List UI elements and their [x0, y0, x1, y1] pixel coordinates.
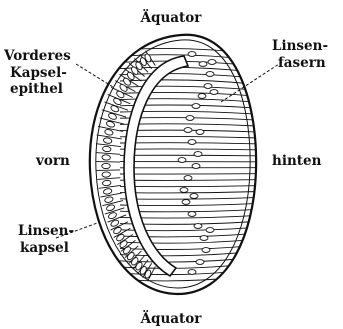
- fiber-nucleus: [204, 84, 212, 89]
- fiber-line: [120, 155, 258, 156]
- fiber-nucleus: [206, 228, 214, 233]
- fiber-nucleus: [206, 72, 214, 77]
- fiber-nucleus: [190, 194, 198, 199]
- cell-wall: [96, 162, 120, 163]
- fiber-nucleus: [184, 176, 192, 181]
- label-front: vorn: [35, 153, 70, 169]
- leader-epithel: [76, 64, 113, 87]
- label-fasern-2: fasern: [278, 55, 326, 71]
- cell-wall: [96, 170, 120, 171]
- label-epithel-2: Kapsel-: [10, 65, 67, 81]
- fiber-nucleus: [194, 152, 202, 157]
- fiber-nucleus: [188, 270, 196, 275]
- fiber-nucleus: [180, 188, 188, 193]
- label-epithel-1: Vorderes: [3, 48, 71, 64]
- fiber-nucleus: [198, 94, 206, 99]
- fiber-nucleus: [188, 212, 196, 217]
- fiber-nucleus: [196, 130, 204, 135]
- fiber-nucleus: [210, 90, 218, 95]
- label-kapsel-2: kapsel: [20, 240, 69, 256]
- fiber-nucleus: [178, 158, 186, 163]
- fiber-nucleus: [196, 260, 204, 265]
- fiber-nucleus: [192, 164, 200, 169]
- fiber-nucleus: [184, 128, 192, 133]
- fiber-nucleus: [188, 140, 196, 145]
- fiber-nucleus: [194, 224, 202, 229]
- fiber-nucleus: [199, 62, 207, 67]
- fiber-nucleus: [202, 248, 210, 253]
- label-epithel-3: epithel: [10, 81, 63, 97]
- label-kapsel-1: Linsen-: [18, 223, 74, 239]
- fiber-nucleus: [186, 116, 194, 121]
- cell-nucleus: [102, 155, 111, 161]
- fiber-nucleus: [188, 52, 196, 57]
- label-fasern-1: Linsen-: [272, 38, 328, 54]
- cell-nucleus: [102, 163, 110, 168]
- label-back: hinten: [272, 153, 322, 169]
- fiber-nucleus: [200, 236, 208, 241]
- fiber-nucleus: [192, 104, 200, 109]
- cell-nucleus: [102, 172, 111, 178]
- fiber-nucleus: [182, 200, 190, 205]
- fiber-nucleus: [208, 60, 216, 65]
- label-equator-top: Äquator: [140, 10, 203, 26]
- label-equator-bottom: Äquator: [140, 311, 203, 327]
